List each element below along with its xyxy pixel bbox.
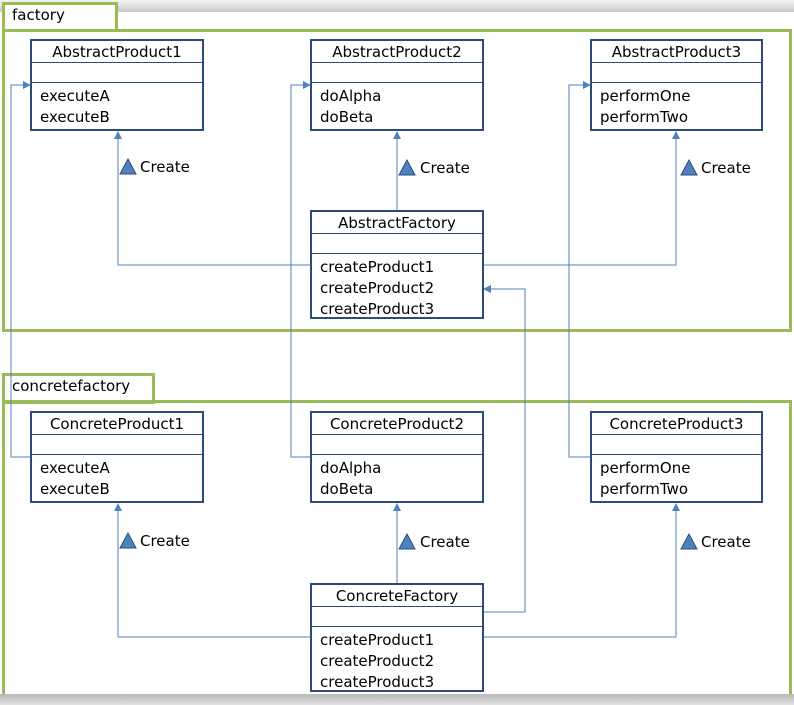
operation: createProduct3 [320, 673, 435, 691]
operation: createProduct1 [320, 258, 435, 276]
create-label: Create [701, 533, 751, 551]
operation: createProduct2 [320, 279, 435, 297]
operation: doBeta [320, 108, 374, 126]
operation: executeA [40, 459, 110, 477]
arrowhead-right [303, 81, 311, 89]
connector-cp3-ap3 [568, 84, 591, 458]
class-abstract-product2[interactable]: AbstractProduct2 doAlpha doBeta [310, 39, 484, 131]
arrowhead-up [114, 503, 122, 511]
attribute-compartment [32, 435, 202, 455]
class-concrete-product1[interactable]: ConcreteProduct1 executeA executeB [30, 411, 204, 503]
class-name: AbstractProduct3 [592, 41, 761, 63]
arrowhead-up [393, 131, 401, 139]
operation: executeB [40, 480, 110, 498]
class-concrete-product2[interactable]: ConcreteProduct2 doAlpha doBeta [310, 411, 484, 503]
class-name: AbstractProduct1 [32, 41, 202, 63]
create-label: Create [140, 532, 190, 550]
window-top-bar [0, 0, 794, 12]
create-triangle-icon [398, 158, 416, 176]
create-label: Create [420, 159, 470, 177]
attribute-compartment [312, 435, 482, 455]
operation-compartment: executeA executeB [32, 455, 202, 500]
connector-cp2-ap2 [290, 84, 311, 458]
arrowhead-up [114, 131, 122, 139]
connector-cf-af [483, 288, 526, 613]
class-concrete-product3[interactable]: ConcreteProduct3 performOne performTwo [590, 411, 763, 503]
operation: executeB [40, 108, 110, 126]
operation-compartment: doAlpha doBeta [312, 455, 482, 500]
class-name: ConcreteFactory [312, 585, 482, 607]
attribute-compartment [312, 234, 482, 254]
connector-cf-cp3 [483, 504, 677, 638]
class-name: ConcreteProduct2 [312, 413, 482, 435]
create-triangle-icon [680, 158, 698, 176]
operation-compartment: createProduct1 createProduct2 createProd… [312, 254, 482, 320]
operation: doAlpha [320, 459, 382, 477]
create-label: Create [420, 533, 470, 551]
arrowhead-up [672, 503, 680, 511]
concretefactory-package-label: concretefactory [12, 377, 131, 395]
class-name: AbstractFactory [312, 212, 482, 234]
attribute-compartment [592, 63, 761, 83]
create-triangle-icon [680, 532, 698, 550]
connector-af-ap3 [483, 132, 677, 266]
arrowhead-right [23, 81, 31, 89]
create-triangle-icon [119, 157, 137, 175]
class-abstract-product3[interactable]: AbstractProduct3 performOne performTwo [590, 39, 763, 131]
factory-package [2, 29, 792, 332]
operation: doBeta [320, 480, 374, 498]
arrowhead-right [583, 81, 591, 89]
operation: performOne [600, 87, 691, 105]
connector-cp1-ap1 [10, 84, 31, 458]
operation: performTwo [600, 108, 689, 126]
operation: doAlpha [320, 87, 382, 105]
operation: performOne [600, 459, 691, 477]
create-label: Create [140, 158, 190, 176]
class-concrete-factory[interactable]: ConcreteFactory createProduct1 createPro… [310, 583, 484, 692]
class-name: ConcreteProduct1 [32, 413, 202, 435]
operation-compartment: performOne performTwo [592, 83, 761, 128]
operation: performTwo [600, 480, 689, 498]
class-name: ConcreteProduct3 [592, 413, 761, 435]
class-name: AbstractProduct2 [312, 41, 482, 63]
operation-compartment: doAlpha doBeta [312, 83, 482, 128]
create-triangle-icon [398, 532, 416, 550]
window-bottom-bar [0, 694, 794, 705]
attribute-compartment [312, 63, 482, 83]
create-label: Create [701, 159, 751, 177]
class-abstract-factory[interactable]: AbstractFactory createProduct1 createPro… [310, 210, 484, 319]
connector-af-ap1 [117, 132, 311, 266]
create-triangle-icon [119, 531, 137, 549]
arrowhead-left [483, 285, 491, 293]
operation: createProduct2 [320, 652, 435, 670]
operation: executeA [40, 87, 110, 105]
class-abstract-product1[interactable]: AbstractProduct1 executeA executeB [30, 39, 204, 131]
operation-compartment: performOne performTwo [592, 455, 761, 500]
operation-compartment: executeA executeB [32, 83, 202, 128]
factory-package-label: factory [12, 6, 65, 24]
arrowhead-up [672, 131, 680, 139]
operation-compartment: createProduct1 createProduct2 createProd… [312, 627, 482, 693]
arrowhead-up [393, 503, 401, 511]
operation: createProduct1 [320, 631, 435, 649]
attribute-compartment [312, 607, 482, 627]
connector-cf-cp1 [117, 504, 311, 638]
operation: createProduct3 [320, 300, 435, 318]
attribute-compartment [592, 435, 761, 455]
attribute-compartment [32, 63, 202, 83]
